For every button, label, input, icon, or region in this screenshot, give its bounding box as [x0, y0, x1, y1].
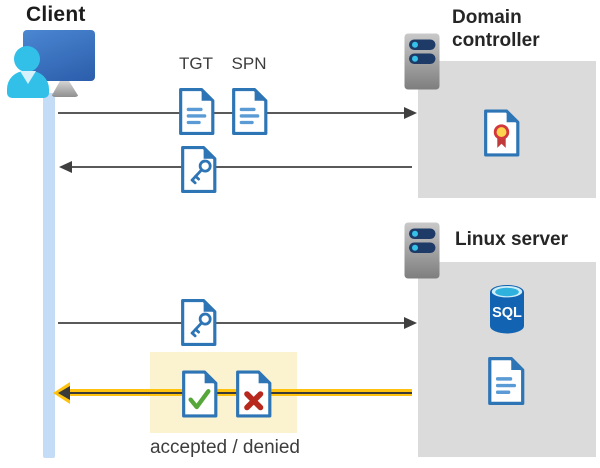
arrow-present-service-ticket — [58, 322, 406, 324]
user-icon — [14, 46, 40, 72]
monitor-stand-icon — [51, 80, 79, 97]
certificate-document-icon — [484, 109, 520, 157]
spn-label: SPN — [231, 54, 267, 73]
tgt-document-icon — [179, 88, 215, 135]
keytab-document-icon — [488, 356, 525, 406]
arrowhead-right-icon — [404, 107, 417, 119]
server-icon — [404, 33, 440, 90]
arrowhead-left-icon — [59, 161, 72, 173]
arrow-return-service-ticket — [72, 166, 412, 168]
server-icon — [404, 222, 440, 279]
user-collar-shape — [20, 71, 36, 84]
cross-document-icon — [236, 370, 272, 418]
domain-controller-label: Domain controller — [452, 7, 540, 51]
user-body-icon — [7, 71, 49, 98]
arrowhead-left-dark-icon — [58, 386, 70, 400]
tgt-label: TGT — [179, 54, 213, 73]
key-document-icon — [181, 146, 217, 193]
linux-server-label: Linux server — [455, 229, 568, 250]
arrow-request-tgt-spn — [58, 112, 406, 114]
sql-database-icon: SQL — [490, 285, 524, 334]
key-document-icon — [181, 299, 217, 346]
sql-icon-text: SQL — [492, 305, 522, 321]
spn-document-icon — [232, 88, 268, 135]
check-document-icon — [182, 370, 218, 418]
client-label: Client — [26, 3, 86, 26]
arrowhead-right-icon — [404, 317, 417, 329]
result-label: accepted / denied — [149, 437, 300, 458]
client-timeline-bar — [43, 93, 55, 458]
